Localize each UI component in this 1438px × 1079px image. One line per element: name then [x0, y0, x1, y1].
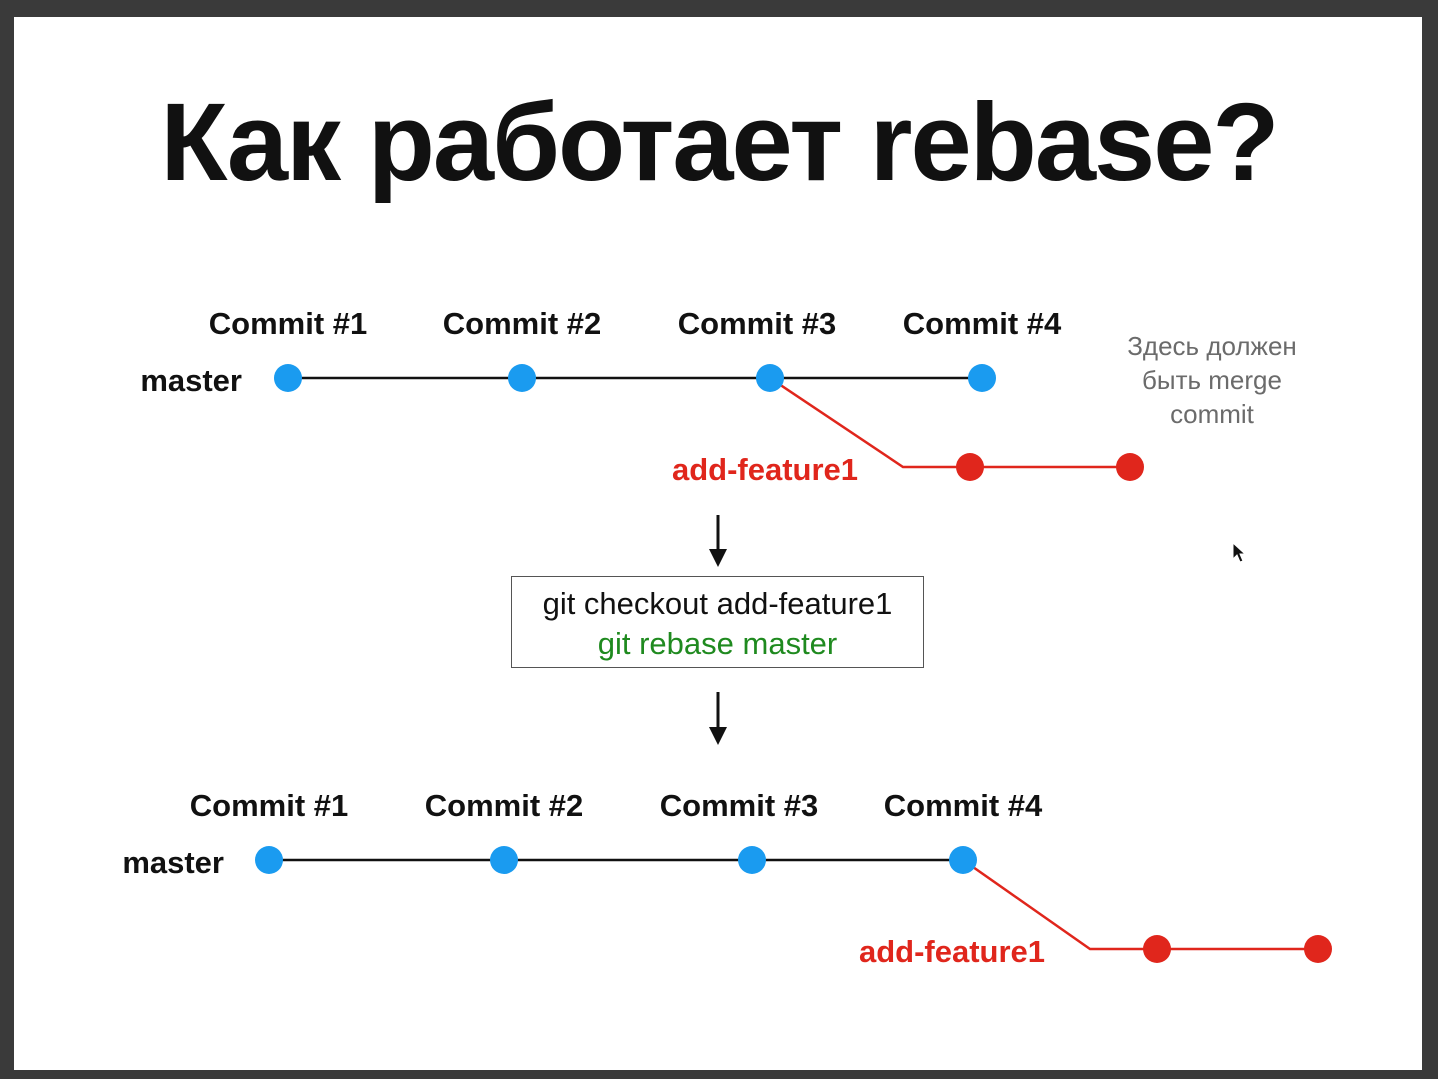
feature-line: [962, 858, 1318, 951]
command-rebase: git rebase master: [597, 626, 838, 661]
note-line-2: быть merge: [1142, 365, 1282, 395]
note-line-1: Здесь должен: [1127, 331, 1297, 361]
feature-commit-node-1: [1143, 935, 1171, 963]
commit-label-1: Commit #1: [190, 788, 348, 823]
master-commit-node-2: [490, 846, 518, 874]
arrow-down-icon: [709, 692, 727, 745]
diagram-after: Commit #1 Commit #2 Commit #3 Commit #4 …: [122, 788, 1332, 969]
slide-title: Как работает rebase?: [160, 81, 1279, 204]
master-commit-node-3: [756, 364, 784, 392]
feature-commit-node-2: [1116, 453, 1144, 481]
master-commit-node-3: [738, 846, 766, 874]
master-commit-node-2: [508, 364, 536, 392]
master-commit-node-1: [255, 846, 283, 874]
commit-label-4: Commit #4: [884, 788, 1043, 823]
feature-commit-node-1: [956, 453, 984, 481]
commit-label-2: Commit #2: [443, 306, 601, 341]
commit-label-2: Commit #2: [425, 788, 583, 823]
master-label: master: [140, 363, 242, 398]
master-label: master: [122, 845, 224, 880]
diagram-before: Commit #1 Commit #2 Commit #3 Commit #4 …: [140, 306, 1296, 487]
master-commit-node-1: [274, 364, 302, 392]
command-box: git checkout add-feature1 git rebase mas…: [511, 576, 924, 668]
mouse-cursor-icon: [1232, 542, 1247, 563]
feature-line: [769, 376, 1130, 469]
master-commit-node-4: [968, 364, 996, 392]
command-checkout: git checkout add-feature1: [542, 586, 893, 621]
feature-branch-label: add-feature1: [672, 452, 858, 487]
master-commit-node-4: [949, 846, 977, 874]
feature-branch-label: add-feature1: [859, 934, 1045, 969]
arrow-down-icon: [709, 515, 727, 567]
note-line-3: commit: [1170, 399, 1255, 429]
commit-label-3: Commit #3: [678, 306, 836, 341]
commit-label-3: Commit #3: [660, 788, 818, 823]
feature-commit-node-2: [1304, 935, 1332, 963]
commit-label-1: Commit #1: [209, 306, 367, 341]
commit-label-4: Commit #4: [903, 306, 1062, 341]
